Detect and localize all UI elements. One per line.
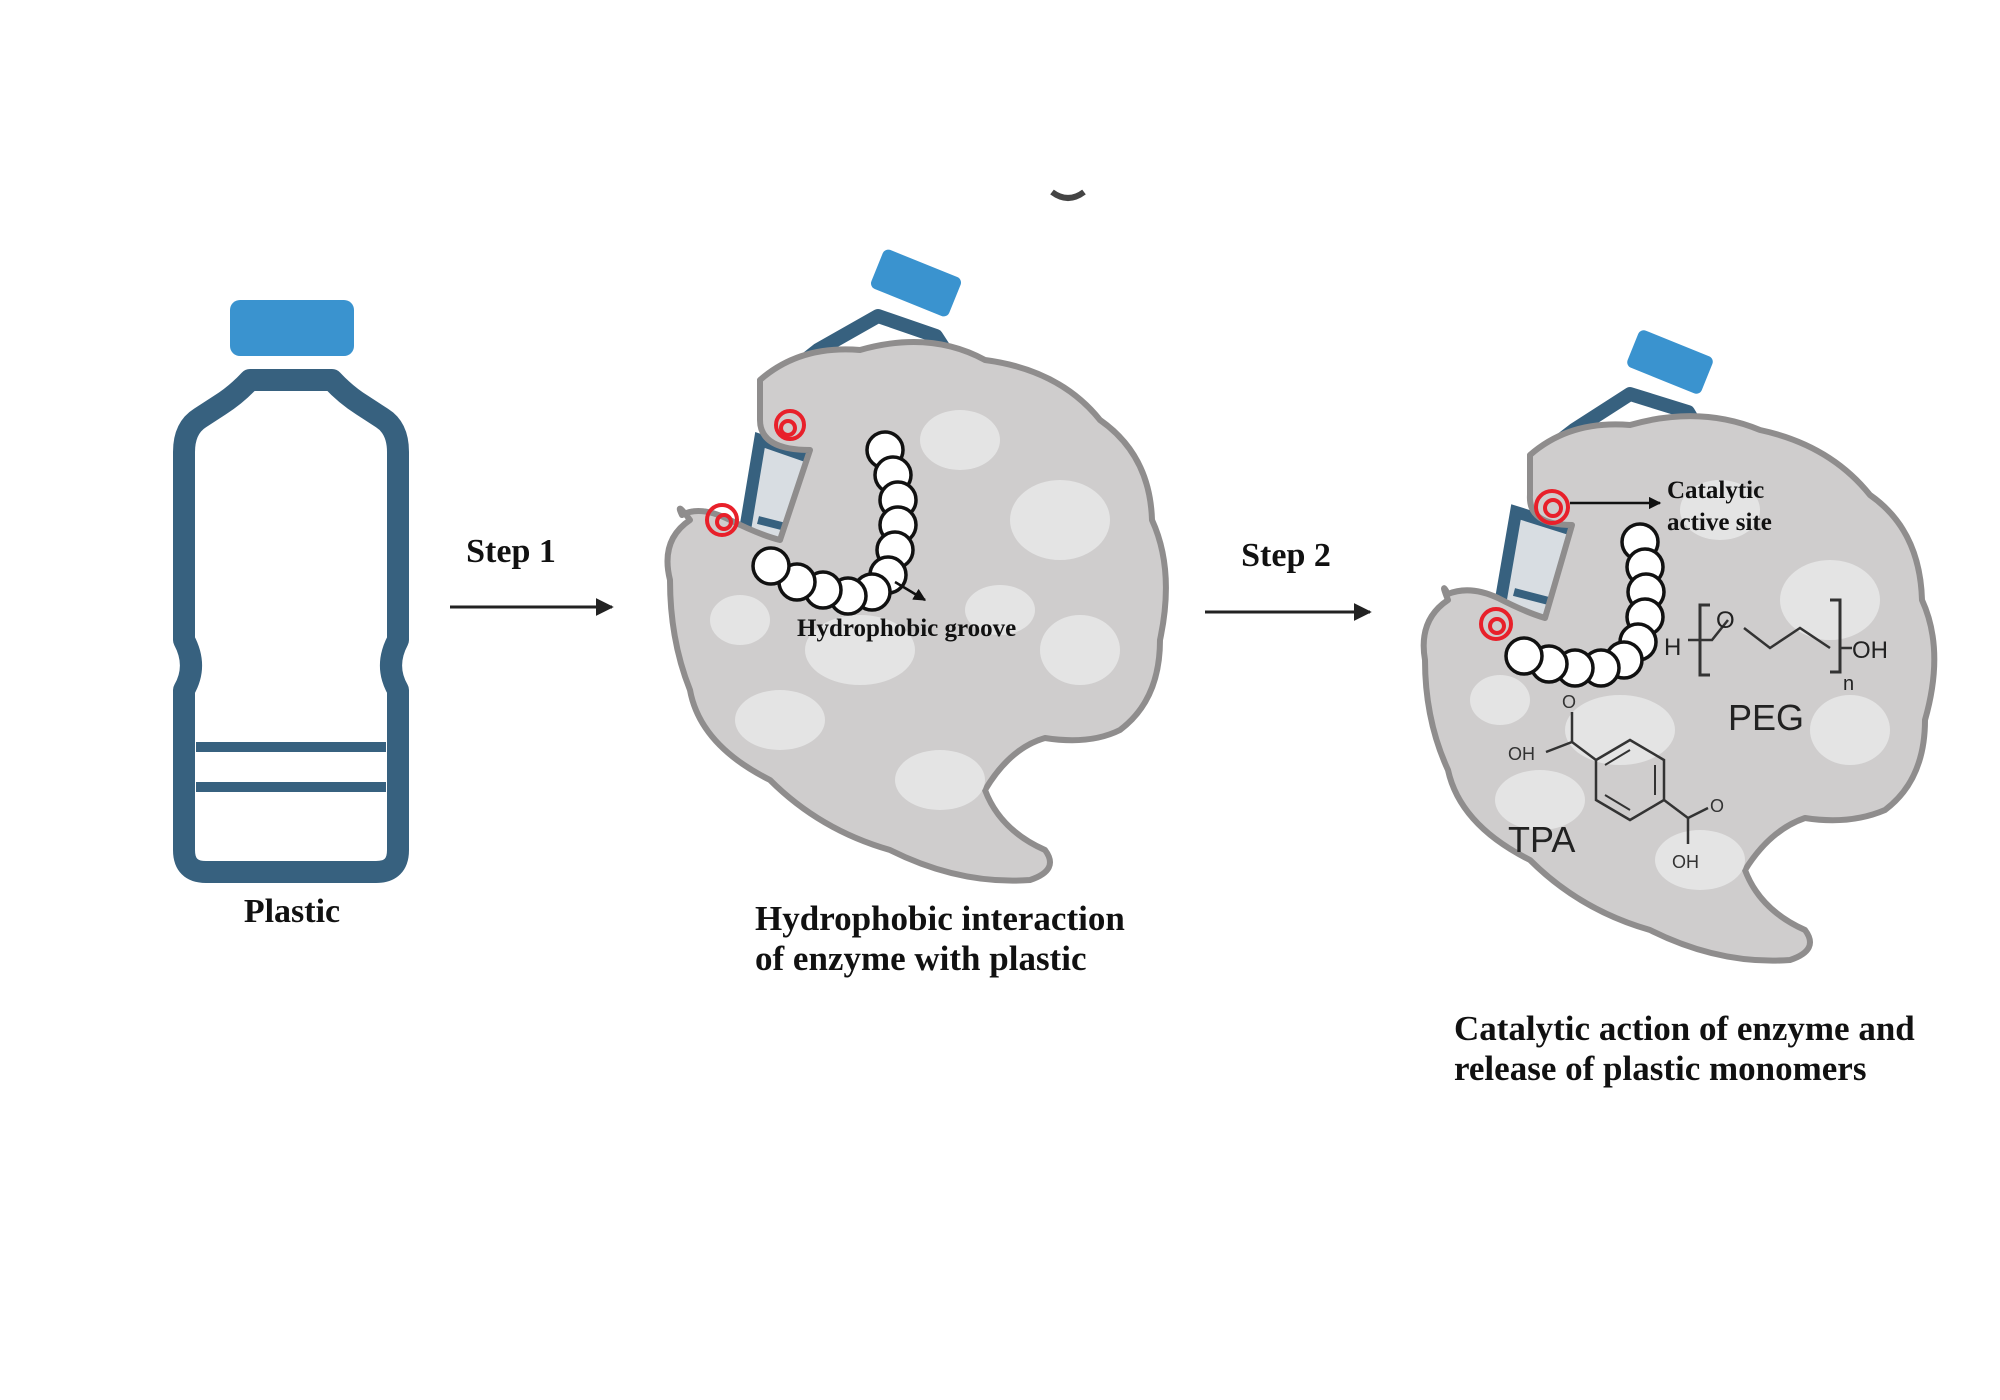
tpa-structure: O OH O OH	[1508, 692, 1724, 872]
bottle-stripe-upper	[196, 742, 386, 752]
tpa-oh-bottom: OH	[1672, 852, 1699, 872]
bottle-stripe-lower	[196, 782, 386, 792]
active-site-scribble-icon	[1479, 489, 1570, 641]
step2-caption-line2: release of plastic monomers	[1454, 1049, 1866, 1088]
hydrophobic-groove-label: Hydrophobic groove	[797, 615, 1016, 642]
tpa-hydroxyl-bond-top	[1545, 740, 1573, 754]
groove-pointer-arrow	[894, 580, 927, 602]
tpa-double-bond-3	[1604, 794, 1631, 811]
step2-caption-line1: Catalytic action of enzyme and	[1454, 1009, 1915, 1048]
tilted-bottle-cap	[871, 249, 961, 317]
enzyme-texture	[1470, 480, 1890, 890]
enzyme-texture	[710, 410, 1120, 810]
enzyme-panel-step2: Catalytic active site H O n OH PEG O OH	[1420, 330, 1938, 964]
plastic-label: Plastic	[244, 893, 340, 930]
peg-h-atom: H	[1664, 634, 1681, 661]
peg-chain-bonds	[1743, 626, 1831, 650]
tpa-label: TPA	[1508, 819, 1575, 860]
tpa-bond-bottom	[1663, 799, 1689, 819]
tpa-o-bottom: O	[1710, 796, 1724, 816]
peg-n-subscript: n	[1843, 673, 1854, 695]
step1-caption-line1: Hydrophobic interaction	[755, 899, 1125, 938]
peg-structure: H O n OH	[1664, 598, 1888, 695]
bead-chain-icon	[1504, 522, 1666, 688]
active-site-scribble-icon	[705, 409, 806, 537]
tpa-o-top: O	[1562, 692, 1576, 712]
active-site-label-line1: Catalytic	[1667, 477, 1764, 504]
tpa-bond-top	[1571, 741, 1597, 761]
peg-oh-group: OH	[1852, 637, 1888, 664]
tilted-bottle-cap	[1627, 330, 1713, 394]
active-site-label-line2: active site	[1667, 509, 1772, 536]
tpa-oh-top: OH	[1508, 744, 1535, 764]
bottle-cap	[230, 300, 354, 356]
stray-mark	[1050, 189, 1086, 201]
step2-label: Step 2	[1241, 537, 1331, 574]
tpa-carbonyl-bottom	[1687, 806, 1709, 820]
bead-chain-icon	[751, 430, 918, 616]
peg-o-atom: O	[1716, 607, 1735, 634]
peg-label: PEG	[1728, 697, 1804, 738]
enzyme-panel-step1: Hydrophobic groove	[664, 249, 1169, 884]
bottle-body	[173, 369, 409, 883]
tpa-double-bond-1	[1604, 749, 1631, 766]
plastic-bottle-icon	[173, 300, 409, 883]
peg-bracket-right	[1830, 598, 1842, 674]
step1-caption-line2: of enzyme with plastic	[755, 939, 1086, 978]
peg-bond-h-o	[1688, 619, 1729, 642]
step1-label: Step 1	[466, 533, 556, 570]
